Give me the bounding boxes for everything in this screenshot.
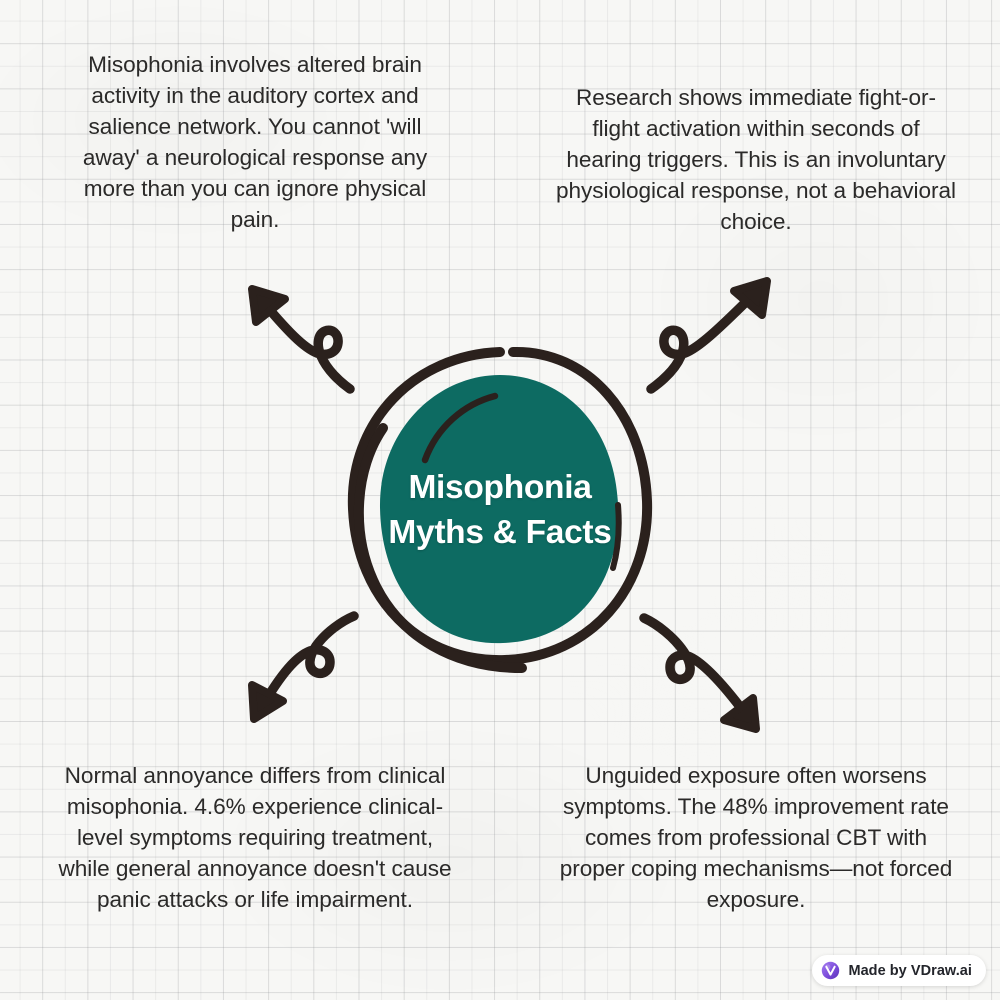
curved-looped-arrow-down-right-icon (636, 606, 782, 754)
center-badge: Misophonia Myths & Facts (325, 335, 675, 685)
center-title: Misophonia Myths & Facts (325, 335, 675, 685)
center-ring-sketch-stroke (353, 423, 527, 673)
callout-top-right: Research shows immediate fight-or-flight… (556, 85, 956, 234)
watermark-badge[interactable]: Made by VDraw.ai (812, 955, 986, 986)
center-circle-fill (379, 375, 619, 644)
callout-top-left: Misophonia involves altered brain activi… (82, 52, 428, 232)
callout-bottom-left: Normal annoyance differs from clinical m… (58, 763, 452, 912)
center-title-line1: Misophonia (408, 469, 592, 506)
center-ring-outer (347, 346, 653, 666)
center-title-line2: Myths & Facts (388, 514, 612, 551)
curved-looped-arrow-up-left-icon (228, 252, 368, 394)
center-ring-accent-right (610, 502, 622, 571)
center-ring-accent-topleft (421, 392, 499, 464)
vdraw-logo-icon (822, 961, 840, 980)
curved-looped-arrow-down-left-icon (226, 606, 370, 752)
watermark-label: Made by VDraw.ai (848, 962, 972, 979)
curved-looped-arrow-up-right-icon (646, 248, 790, 394)
callout-bottom-right: Unguided exposure often worsens symptoms… (559, 763, 953, 912)
